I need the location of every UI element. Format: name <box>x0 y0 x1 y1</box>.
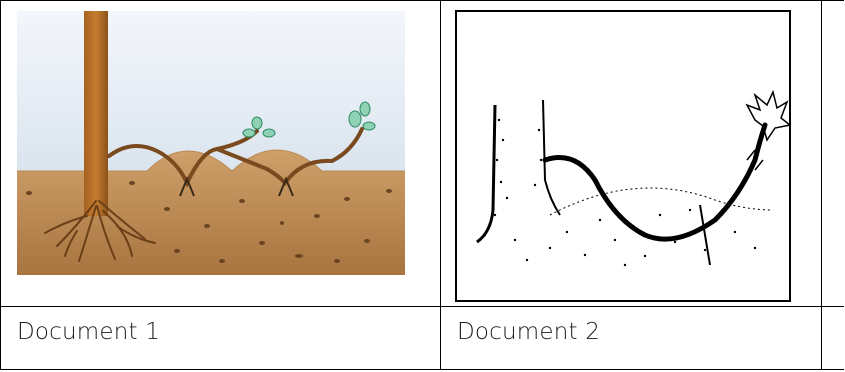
empty-cell <box>822 1 845 307</box>
captions-row: Document 1 Document 2 <box>1 307 845 370</box>
document-1-cell <box>1 1 441 307</box>
document-2-cell <box>441 1 822 307</box>
document-2-caption-cell: Document 2 <box>441 307 822 370</box>
empty-caption-cell <box>822 307 845 370</box>
images-row <box>1 1 845 307</box>
document-2-illustration <box>455 10 791 302</box>
document-2-caption: Document 2 <box>457 319 600 345</box>
document-1-caption: Document 1 <box>17 319 160 345</box>
document-1-caption-cell: Document 1 <box>1 307 441 370</box>
document-1-illustration <box>17 11 405 275</box>
